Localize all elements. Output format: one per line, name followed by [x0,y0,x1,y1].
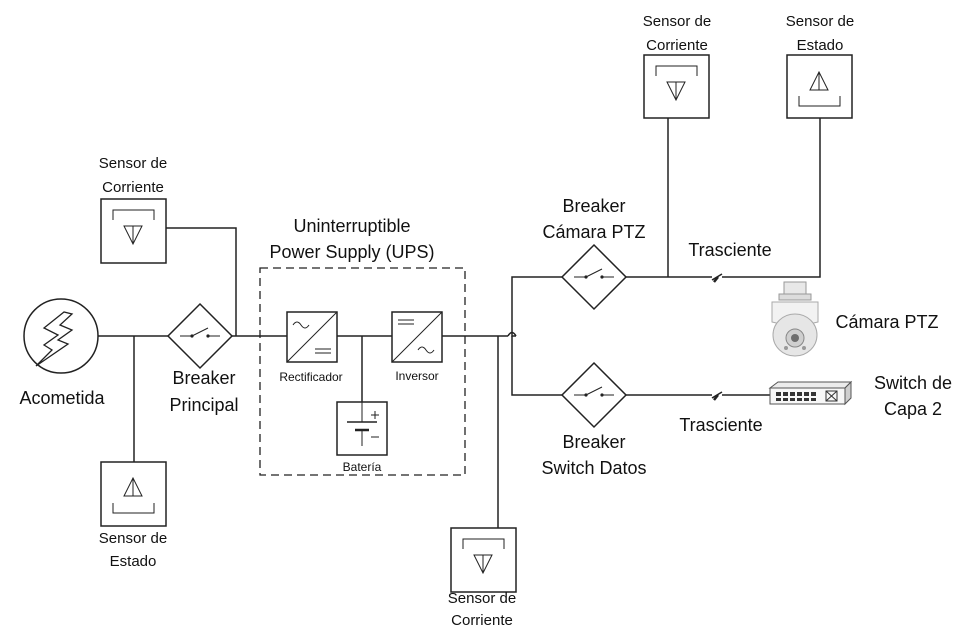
camara-ptz: Cámara PTZ [771,281,939,357]
breaker-camara-label-2: Cámara PTZ [542,222,645,242]
surge-protector-icon [711,391,723,401]
surge-protector-icon [711,273,723,283]
wire-branch-camera [511,276,562,337]
switch-label-1: Switch de [874,373,952,393]
sensor-estado-top-label-2: Estado [797,37,844,54]
sensor-corriente-top-label-1: Sensor de [643,13,711,30]
trasciente-camara: Trasciente [688,240,772,283]
sensor-corriente-bottom-label-1: Sensor de [448,590,516,607]
current-sensor-bottom: Sensor de Corriente [448,527,517,629]
rectificador-label: Rectificador [279,370,342,384]
inverter: Inversor [391,311,443,383]
wire-state-sensor-top [795,118,821,278]
sensor-corriente-top-label-2: Corriente [646,37,708,54]
current-sensor-icon [112,209,155,246]
breaker-camara: Breaker Cámara PTZ [542,196,646,311]
inversor-label: Inversor [395,369,438,383]
wire-current-sensor-left [166,227,237,336]
network-switch-icon [768,380,853,406]
wires [98,118,821,528]
breaker-icon [560,361,628,429]
current-sensor-top: Sensor de Corriente [643,13,711,119]
current-sensor-icon [462,538,505,575]
sensor-estado-left-label-2: Estado [110,553,157,570]
state-sensor-left: Sensor de Estado [99,461,167,570]
current-sensor-icon [655,65,698,102]
breaker-switch: Breaker Switch Datos [541,361,647,478]
breaker-icon [166,302,234,370]
wire-branch-switch [511,336,562,396]
rectifier: Rectificador [279,311,343,384]
bateria-label: Batería [343,460,382,474]
switch-label-2: Capa 2 [884,399,942,419]
breaker-principal-label-2: Principal [169,395,238,415]
breaker-switch-label-1: Breaker [562,432,625,452]
acometida: Acometida [19,298,106,408]
sensor-estado-top-label-1: Sensor de [786,13,854,30]
state-sensor-top: Sensor de Estado [786,13,854,119]
lightning-icon [35,311,74,367]
state-sensor-icon [112,476,155,514]
current-sensor-left: Sensor de Corriente [99,155,167,264]
state-sensor-icon [798,70,841,107]
switch-capa-2: Switch de Capa 2 [768,373,952,419]
camara-ptz-label: Cámara PTZ [835,312,938,332]
ups-title-1: Uninterruptible [293,216,410,236]
sensor-corriente-left-label-2: Corriente [102,179,164,196]
trasciente-switch-label: Trasciente [679,415,762,435]
trasciente-switch: Trasciente [679,391,763,435]
ups: Uninterruptible Power Supply (UPS) Recti… [259,216,466,476]
breaker-icon [560,243,628,311]
sensor-corriente-left-label-1: Sensor de [99,155,167,172]
trasciente-camara-label: Trasciente [688,240,771,260]
breaker-principal-label-1: Breaker [172,368,235,388]
breaker-switch-label-2: Switch Datos [541,458,646,478]
acometida-label: Acometida [19,388,105,408]
sensor-corriente-bottom-label-2: Corriente [451,612,513,629]
breaker-principal: Breaker Principal [166,302,239,415]
sensor-estado-left-label-1: Sensor de [99,530,167,547]
ups-boundary [259,267,466,476]
ups-title-2: Power Supply (UPS) [269,242,434,262]
battery: Batería [336,401,388,474]
ptz-camera-icon [771,281,819,357]
breaker-camara-label-1: Breaker [562,196,625,216]
